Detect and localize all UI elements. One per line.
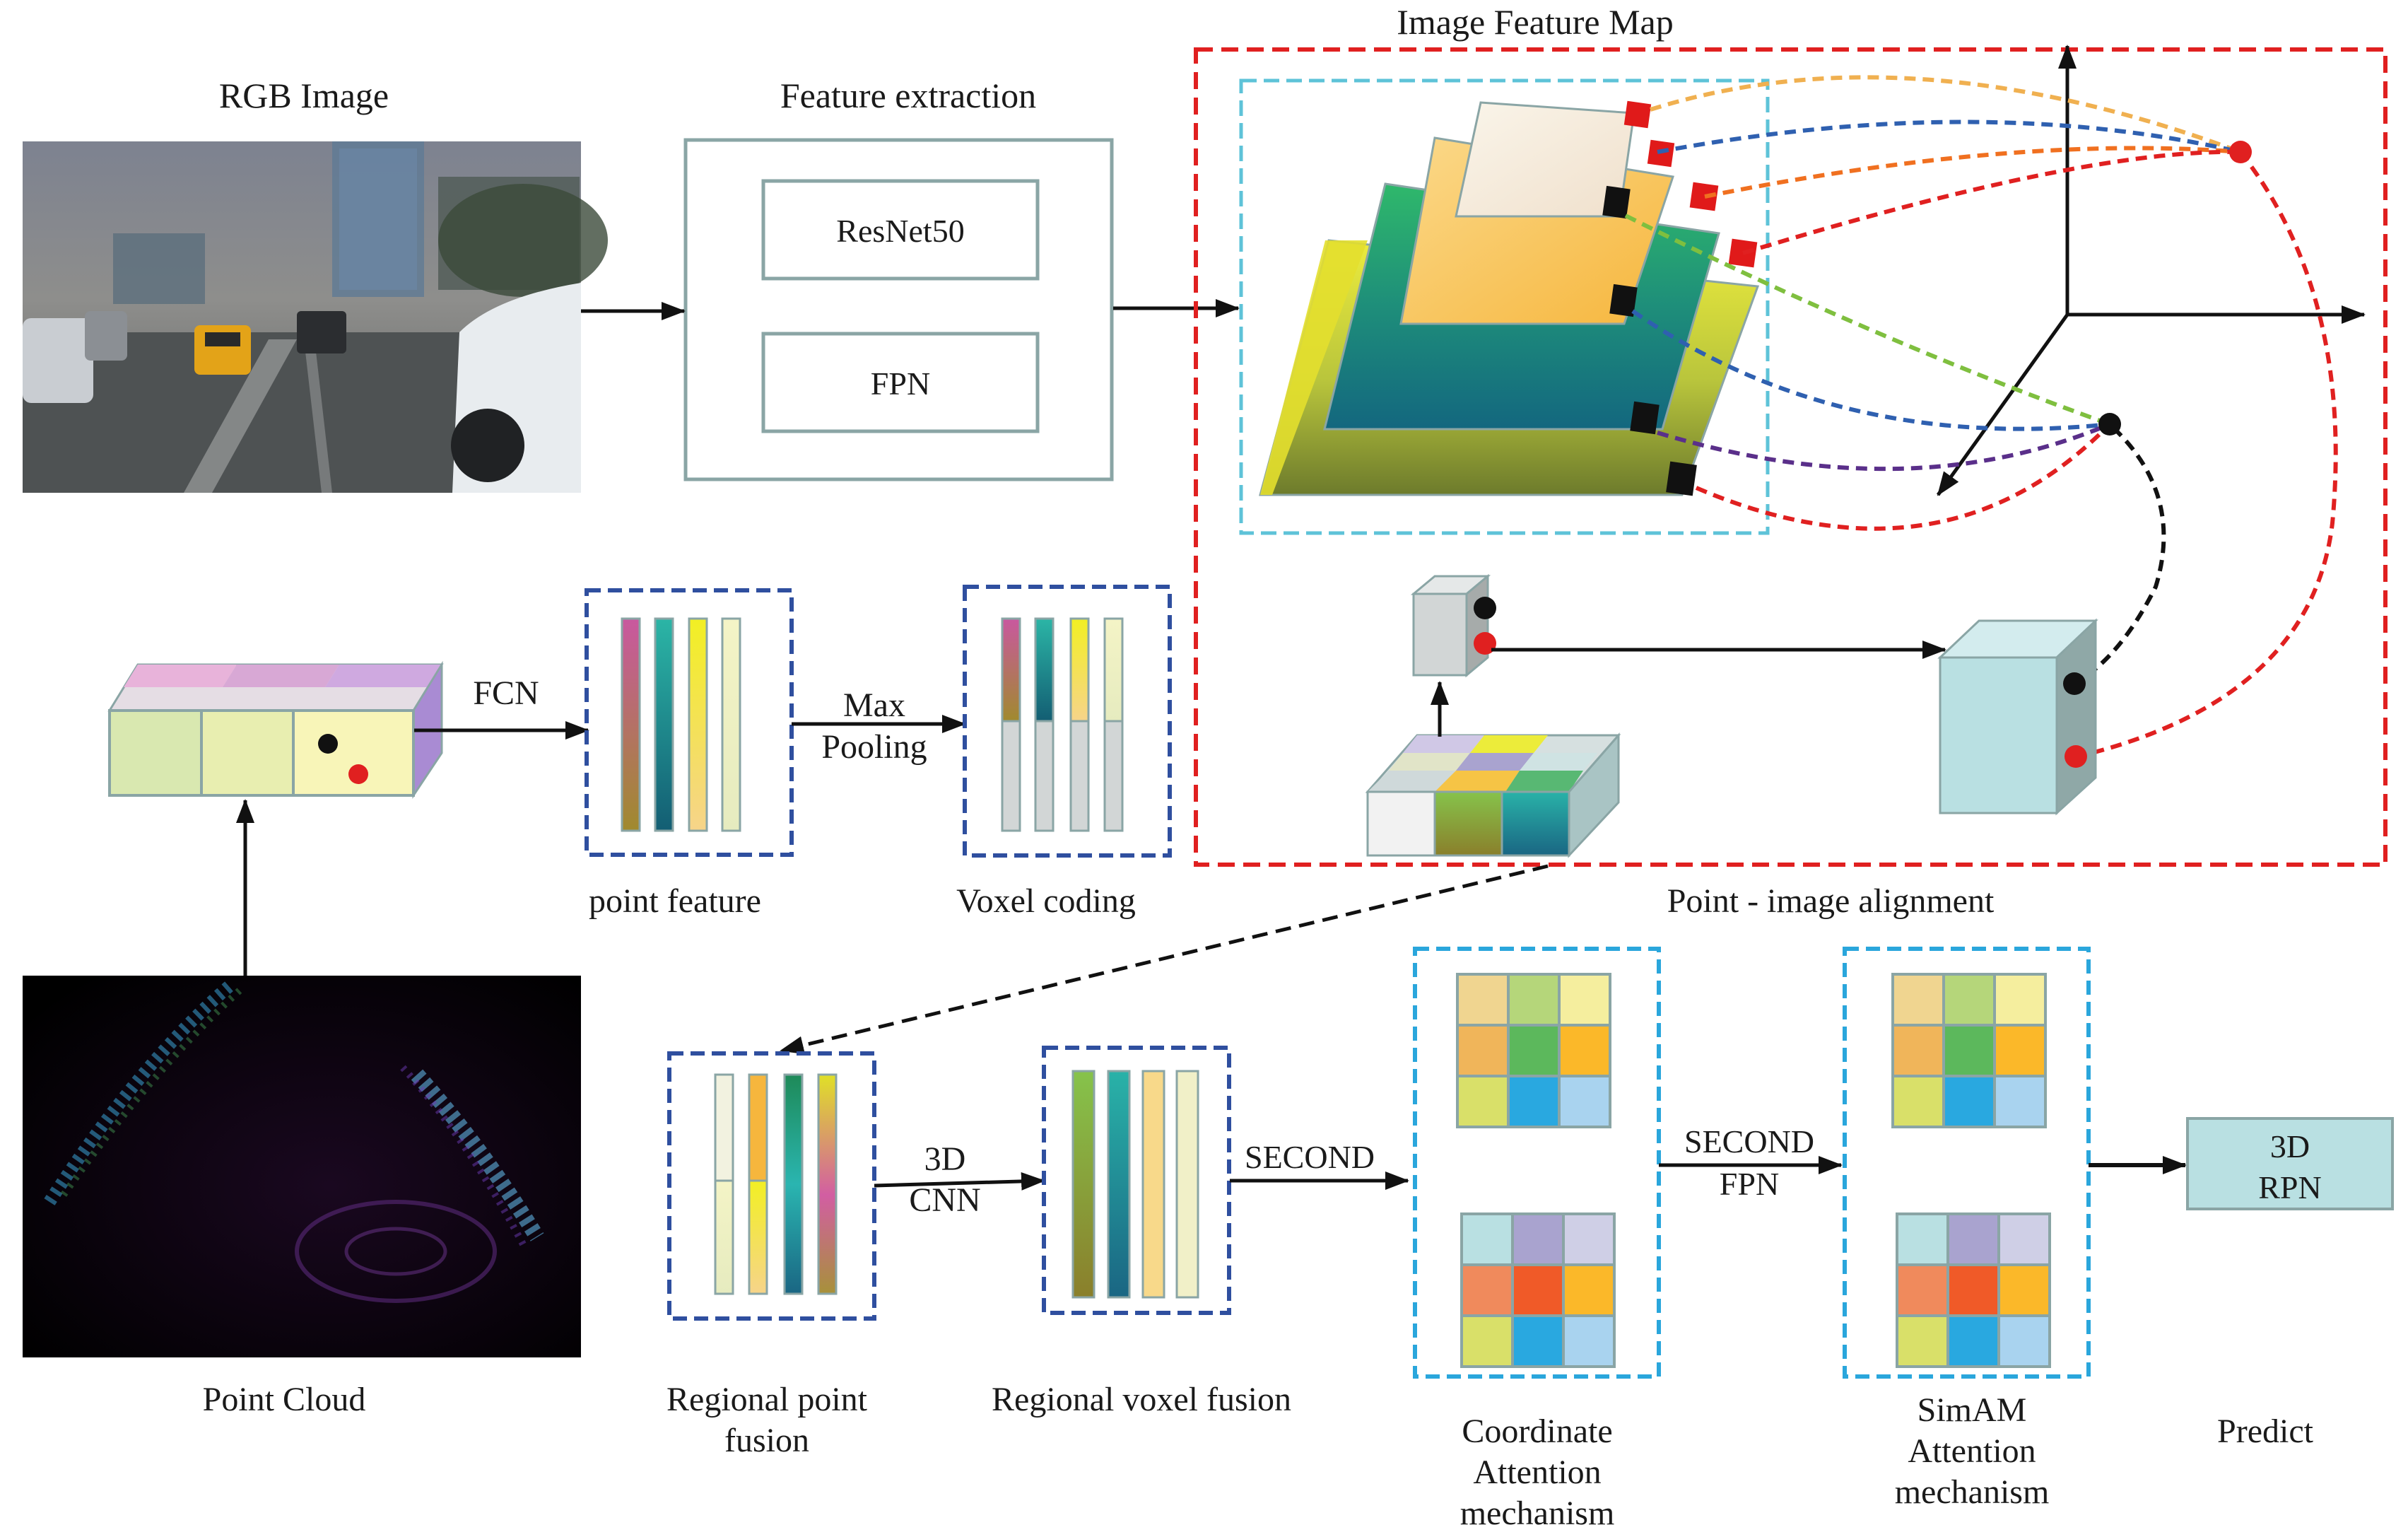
attention-cell <box>1896 1314 1949 1368</box>
attention-cell <box>1997 1263 2051 1317</box>
attention-cell <box>1460 1314 1514 1368</box>
attention-cell <box>1460 1263 1514 1317</box>
simam-label-1: SimAM <box>1917 1391 2027 1429</box>
attention-cell <box>1946 1263 2000 1317</box>
rpn-label-1: 3D <box>2270 1128 2310 1164</box>
point-feature-box <box>585 588 794 857</box>
attention-cell <box>1997 1314 2051 1368</box>
attention-cell <box>1946 1212 2000 1266</box>
regional-point-fusion-box <box>667 1051 876 1321</box>
point-cloud-image <box>23 976 581 1357</box>
second-label-2: SECOND <box>1684 1123 1814 1159</box>
fcn-label: FCN <box>473 674 539 712</box>
attention-cell <box>1558 1024 1611 1077</box>
point-image-alignment-label: Point - image alignment <box>1667 882 1995 920</box>
pooling-label: Pooling <box>821 728 927 766</box>
attention-cell <box>1942 973 1996 1027</box>
attention-cell <box>1511 1314 1565 1368</box>
feature-extraction-title: Feature extraction <box>780 76 1036 115</box>
attention-cell <box>1993 1024 2047 1077</box>
regional-voxel-fusion-label: Regional voxel fusion <box>992 1381 1291 1418</box>
coordinate-axes <box>1936 45 2366 496</box>
simam-attention-box <box>1843 947 2091 1379</box>
fpn-label: FPN <box>871 366 930 402</box>
regional-voxel-fusion-box <box>1042 1046 1231 1315</box>
coordinate-attention-grid-top <box>1456 973 1611 1128</box>
attention-cell <box>1993 973 2047 1027</box>
projected-point-black <box>2098 413 2121 436</box>
resnet50-block: ResNet50 <box>761 179 1040 281</box>
image-feature-map-frame <box>1194 47 2388 867</box>
attention-cell <box>1558 973 1611 1027</box>
attention-cell <box>1891 1075 1945 1128</box>
point-feature-label: point feature <box>589 882 761 920</box>
coordinate-attention-grid-bottom <box>1460 1212 1616 1368</box>
attention-cell <box>1456 973 1510 1027</box>
voxel-slab <box>1365 732 1621 858</box>
small-voxel-cube <box>1410 573 1496 678</box>
point-cloud-label: Point Cloud <box>203 1381 366 1418</box>
projected-point-red <box>2229 141 2252 163</box>
coordinate-attention-label-1: Coordinate <box>1462 1413 1612 1450</box>
image-feature-map-title: Image Feature Map <box>1397 2 1674 42</box>
attention-cell <box>1507 973 1561 1027</box>
regional-point-fusion-label-2: fusion <box>724 1422 809 1459</box>
attention-cell <box>1891 973 1945 1027</box>
attention-cell <box>1562 1212 1616 1266</box>
attention-cell <box>1993 1075 2047 1128</box>
rgb-image <box>23 141 608 493</box>
feature-pyramid <box>1259 100 1760 496</box>
rgb-image-title: RGB Image <box>219 76 389 115</box>
rpn-label-2: RPN <box>2258 1169 2321 1205</box>
feature-pyramid-frame <box>1239 78 1770 535</box>
attention-cell <box>1456 1075 1510 1128</box>
arrow-3d-cnn <box>874 1171 1045 1191</box>
coordinate-attention-box <box>1413 947 1661 1379</box>
attention-cell <box>1896 1212 1949 1266</box>
point-voxel-block <box>107 660 444 799</box>
predict-label: Predict <box>2217 1413 2314 1450</box>
voxel-coding-box <box>963 585 1172 858</box>
resnet50-label: ResNet50 <box>836 213 964 249</box>
voxel-coding-label: Voxel coding <box>956 882 1136 920</box>
big-voxel-cube <box>1937 618 2098 816</box>
projection-curves <box>1624 75 2338 759</box>
coordinate-attention-label-2: Attention <box>1473 1454 1601 1491</box>
feature-extraction-box: ResNet50 FPN <box>683 138 1114 481</box>
attention-cell <box>1946 1314 2000 1368</box>
rpn-box: 3D RPN <box>2186 1117 2394 1210</box>
simam-label-3: mechanism <box>1895 1473 2050 1511</box>
attention-cell <box>1896 1263 1949 1317</box>
attention-cell <box>1562 1314 1616 1368</box>
attention-cell <box>1562 1263 1616 1317</box>
attention-cell <box>1511 1263 1565 1317</box>
simam-label-2: Attention <box>1908 1432 2036 1470</box>
cnn-3d-label-1: 3D <box>924 1140 966 1178</box>
attention-cell <box>1460 1212 1514 1266</box>
attention-cell <box>1942 1075 1996 1128</box>
attention-cell <box>1456 1024 1510 1077</box>
coordinate-attention-label-3: mechanism <box>1460 1495 1615 1532</box>
regional-point-fusion-label-1: Regional point <box>666 1381 868 1418</box>
simam-attention-grid-top <box>1891 973 2047 1128</box>
fpn-block: FPN <box>761 332 1040 433</box>
attention-cell <box>1891 1024 1945 1077</box>
attention-cell <box>1997 1212 2051 1266</box>
max-label: Max <box>843 686 905 724</box>
cnn-3d-label-2: CNN <box>909 1181 980 1219</box>
attention-cell <box>1942 1024 1996 1077</box>
second-label-1: SECOND <box>1245 1139 1375 1175</box>
attention-cell <box>1558 1075 1611 1128</box>
attention-cell <box>1507 1024 1561 1077</box>
second-fpn-label: FPN <box>1720 1166 1779 1202</box>
attention-cell <box>1507 1075 1561 1128</box>
simam-attention-grid-bottom <box>1896 1212 2051 1368</box>
arrow-slab-to-regional-point <box>780 864 1549 1055</box>
attention-cell <box>1511 1212 1565 1266</box>
